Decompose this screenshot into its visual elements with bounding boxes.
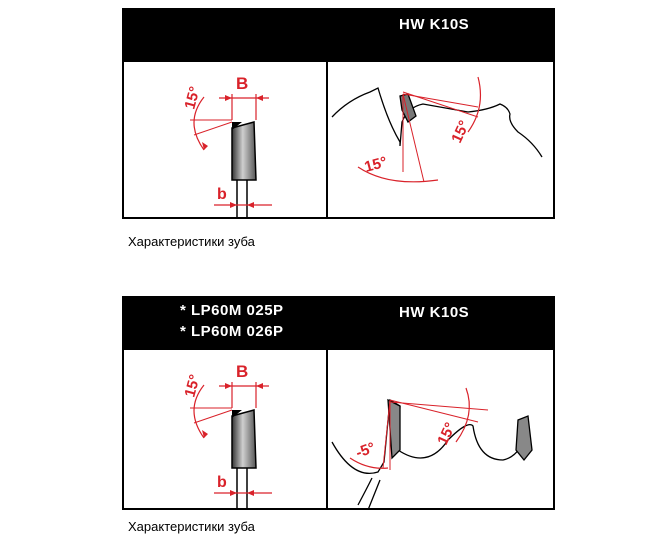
angle-15-label: 15° (363, 154, 389, 176)
carbide-tip (231, 409, 257, 469)
width-B-label: B (236, 362, 248, 381)
panel-divider (326, 298, 328, 508)
width-B-label: B (236, 74, 248, 93)
width-b-label: b (217, 186, 227, 203)
caption: Характеристики зуба (128, 234, 255, 249)
angle-15-label: 15° (448, 118, 473, 146)
saw-edge (331, 398, 521, 474)
carbide-tip (387, 398, 401, 460)
blade-type-label: HW K10S (399, 16, 470, 33)
saw-edge (331, 87, 543, 158)
panel-divider (326, 10, 328, 217)
tooth-profile-diagram: 15° 15° (331, 76, 543, 183)
header-bar: HW K10S (124, 10, 553, 62)
caption: Характеристики зуба (128, 519, 255, 534)
angle-neg5-label: -5° (354, 439, 378, 462)
width-b-label: b (217, 474, 227, 491)
carbide-tip (231, 121, 257, 181)
angle-15-label: 15° (181, 373, 203, 399)
next-tooth-tip (515, 415, 533, 462)
blade-type-label: HW K10S (399, 304, 470, 321)
tooth-profile-diagram: -5° 15° (331, 387, 533, 510)
tooth-panel-bottom: * LP60M 025P * LP60M 026P HW K10S B b 15… (122, 296, 555, 510)
header-bar: * LP60M 025P * LP60M 026P HW K10S (124, 298, 553, 350)
tooth-panel-top: HW K10S B b 15° (122, 8, 555, 219)
tip-edge (232, 122, 242, 130)
angle-15-label: 15° (434, 420, 459, 448)
tooth-width-diagram: B b 15° (181, 74, 272, 219)
model-code-label: * LP60M 025P (180, 302, 284, 319)
model-code-label: * LP60M 026P (180, 323, 284, 340)
tooth-width-diagram: B b 15° (181, 362, 272, 510)
angle-15-label: 15° (181, 85, 203, 111)
carbide-tip (399, 93, 417, 123)
